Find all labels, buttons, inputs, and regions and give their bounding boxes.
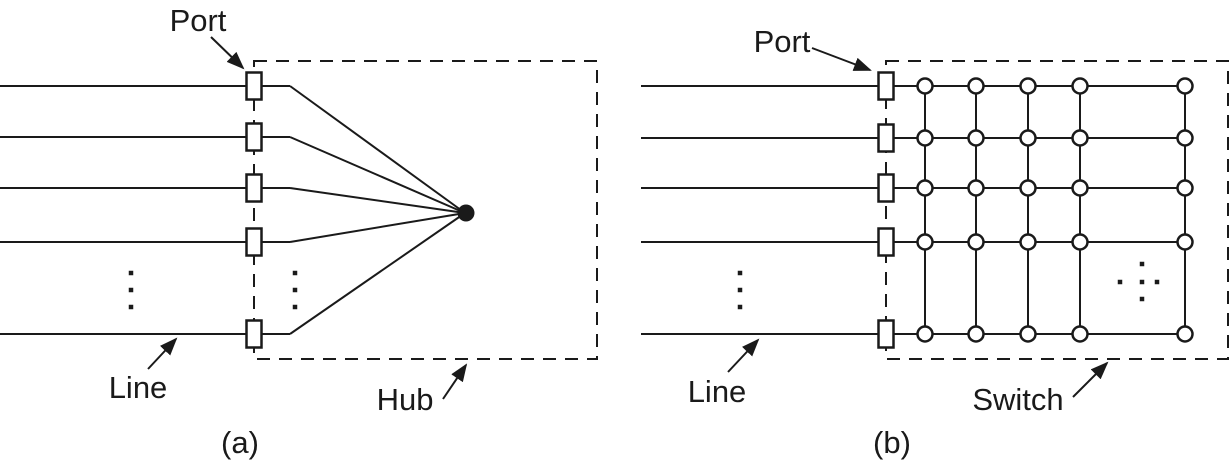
switch-dashed-box [885, 60, 1229, 360]
hub-ellipsis-lines [128, 270, 134, 310]
crosspoint-circle [1176, 179, 1194, 197]
port [877, 227, 895, 257]
dot [128, 287, 134, 293]
dot [737, 287, 743, 293]
hub-dashed-box [253, 60, 598, 360]
crosspoint-circle [916, 179, 934, 197]
wire [289, 212, 466, 335]
port [877, 71, 895, 101]
port-label: Port [754, 24, 811, 59]
port-label: Port [170, 3, 227, 38]
crosspoint-circle [916, 129, 934, 147]
switch-crosspoints [916, 77, 1194, 343]
line-label: Line [688, 374, 747, 409]
crosspoint-circle [1019, 233, 1037, 251]
dot [128, 304, 134, 310]
crosspoint-circle [967, 325, 985, 343]
dot [292, 304, 298, 310]
dot [292, 287, 298, 293]
crosspoint-circle [1019, 179, 1037, 197]
crosspoint-circle [916, 77, 934, 95]
port [245, 122, 263, 152]
port-callout-arrow [210, 36, 245, 70]
hub-callout-arrow [442, 363, 468, 400]
dot [1117, 279, 1123, 285]
dot [1139, 296, 1145, 302]
line-callout-arrow [727, 338, 760, 373]
port [245, 319, 263, 349]
port-callout-arrow [811, 47, 872, 71]
crosspoint-circle [1071, 77, 1089, 95]
line-callout-arrow [147, 337, 178, 370]
crosspoint-circle [1176, 77, 1194, 95]
port [877, 319, 895, 349]
port [245, 173, 263, 203]
crosspoint-circle [967, 179, 985, 197]
switch-diagram: Port Line Switch (b) [641, 24, 1229, 460]
hub-transmission-lines [0, 85, 290, 335]
switch-callout-arrow [1072, 361, 1109, 398]
switch-transmission-lines [641, 85, 1185, 335]
switch-column-wires [924, 86, 1186, 334]
dot [737, 304, 743, 310]
switch-label: Switch [972, 382, 1063, 417]
hub-label: Hub [377, 382, 434, 417]
dot [1139, 261, 1145, 267]
wire [289, 187, 466, 214]
wire [289, 136, 466, 214]
line-label: Line [109, 370, 168, 405]
crosspoint-circle [1176, 129, 1194, 147]
port [877, 173, 895, 203]
wire [289, 85, 466, 214]
crosspoint-circle [1019, 77, 1037, 95]
crosspoint-circle [1071, 129, 1089, 147]
crosspoint-circle [1071, 179, 1089, 197]
crosspoint-circle [1176, 233, 1194, 251]
crosspoint-circle [1176, 325, 1194, 343]
dot [737, 270, 743, 276]
port [245, 71, 263, 101]
wire [289, 212, 466, 243]
crosspoint-circle [1019, 325, 1037, 343]
hub-ellipsis-ports [292, 270, 298, 310]
hub-diagram: Port Line Hub (a) [0, 3, 598, 460]
port [877, 123, 895, 153]
crosspoint-circle [967, 233, 985, 251]
crosspoint-circle [916, 233, 934, 251]
switch-ports [877, 71, 895, 349]
dot [1139, 279, 1145, 285]
crosspoint-circle [1019, 129, 1037, 147]
crosspoint-circle [967, 77, 985, 95]
dot [128, 270, 134, 276]
hub-ports [245, 71, 263, 349]
hub-junction-dot [457, 204, 475, 222]
crosspoint-circle [916, 325, 934, 343]
panel-b-caption: (b) [873, 425, 911, 460]
crosspoint-circle [1071, 233, 1089, 251]
switch-ellipsis-lines [737, 270, 743, 310]
dot [292, 270, 298, 276]
crosspoint-circle [967, 129, 985, 147]
panel-a-caption: (a) [221, 425, 259, 460]
hub-fanin-wires [289, 85, 466, 335]
port [245, 227, 263, 257]
crosspoint-circle [1071, 325, 1089, 343]
dot [1154, 279, 1160, 285]
switch-ellipsis-grid [1117, 261, 1160, 302]
